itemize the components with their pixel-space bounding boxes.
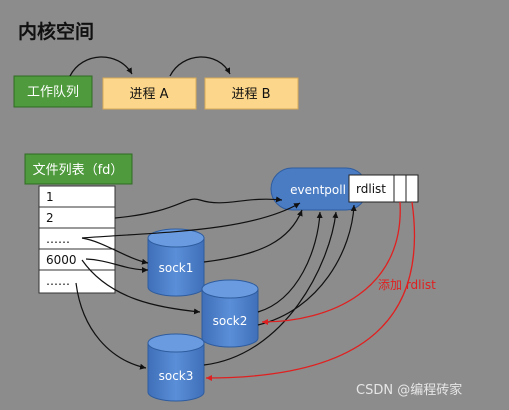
rdlist-label: rdlist [356,182,386,196]
sock1-cylinder: sock1 [147,228,205,297]
rdlist-box: rdlist [348,174,419,203]
add-rdlist-label: 添加 rdlist [378,278,436,292]
fd-to-sock2-arrow [81,259,201,315]
watermark: CSDN @编程砖家 [356,382,462,398]
sock2-to-rdlist-arrow [257,204,357,326]
fd-dots-to-eventpoll-arrow [81,202,301,239]
work-queue-label: 工作队列 [27,85,79,100]
fd-to-sock3-arrow [75,282,147,370]
page-title: 内核空间 [18,20,94,43]
sock2-label: sock2 [213,314,248,328]
process-b-box: 进程 B [204,77,299,110]
sock2-cylinder: sock2 [201,279,259,348]
queue-arrow-2 [169,56,231,77]
eventpoll-label: eventpoll [290,183,346,197]
sock1-label: sock1 [159,261,194,275]
sock1-to-eventpoll-arrow [203,209,303,263]
fd-to-eventpoll-arrow [114,196,283,219]
sock3-label: sock3 [159,369,194,383]
sock3-to-eventpoll-arrow [203,211,339,366]
fd-list-title-box: 文件列表（fd） [24,153,133,185]
queue-arrow-1 [69,56,133,77]
fd-6000-to-sock1-arrow [85,258,149,273]
fd-row: 6000 [46,253,77,267]
fd-to-sock1-arrow [81,237,149,265]
work-queue-box: 工作队列 [13,75,93,108]
process-a-label: 进程 A [129,87,168,102]
fd-list-title: 文件列表（fd） [33,163,124,178]
process-a-box: 进程 A [102,77,197,110]
rdlist-to-sock3-arrow [205,201,416,381]
process-b-label: 进程 B [231,87,270,102]
sock3-cylinder: sock3 [147,333,205,402]
fd-row: …… [46,232,70,246]
fd-list-table: 1 2 …… 6000 …… [38,185,116,294]
fd-row: …… [46,274,70,288]
eventpoll-node: eventpoll [270,167,368,211]
fd-row: 1 [46,190,54,204]
fd-row: 2 [46,211,54,225]
sock2-to-eventpoll-arrow [257,211,323,313]
rdlist-to-sock2-arrow [261,201,401,325]
